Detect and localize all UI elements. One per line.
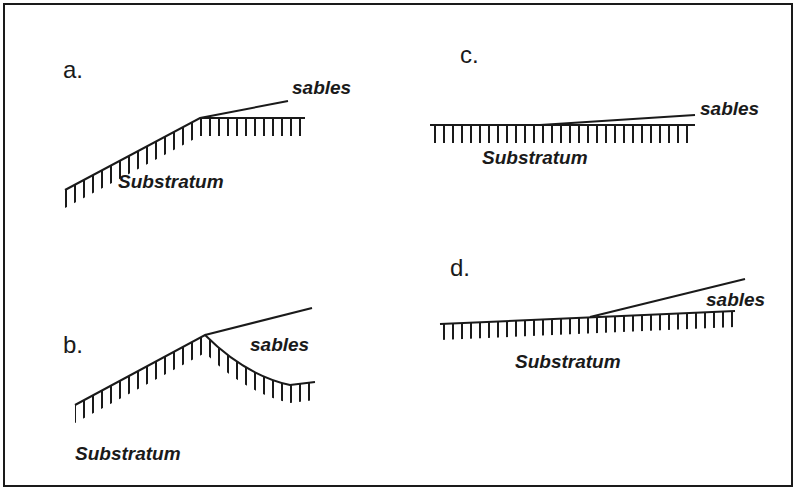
frame: [4, 4, 792, 486]
sand-label: sables: [250, 335, 309, 354]
substratum-label: Substratum: [482, 148, 588, 167]
substratum-label: Substratum: [75, 444, 181, 463]
sand-label: sables: [292, 78, 351, 97]
section-d: [440, 279, 745, 340]
sand-label: sables: [700, 99, 759, 118]
section-a: [65, 101, 305, 208]
panel-letter: c.: [460, 43, 479, 67]
substratum-label: Substratum: [515, 352, 621, 371]
panel-letter: b.: [63, 333, 83, 357]
panel-letter: a.: [63, 58, 83, 82]
substratum-label: Substratum: [118, 172, 224, 191]
section-b: [75, 308, 315, 423]
panel-letter: d.: [450, 256, 470, 280]
sand-label: sables: [706, 290, 765, 309]
section-c: [430, 115, 695, 143]
